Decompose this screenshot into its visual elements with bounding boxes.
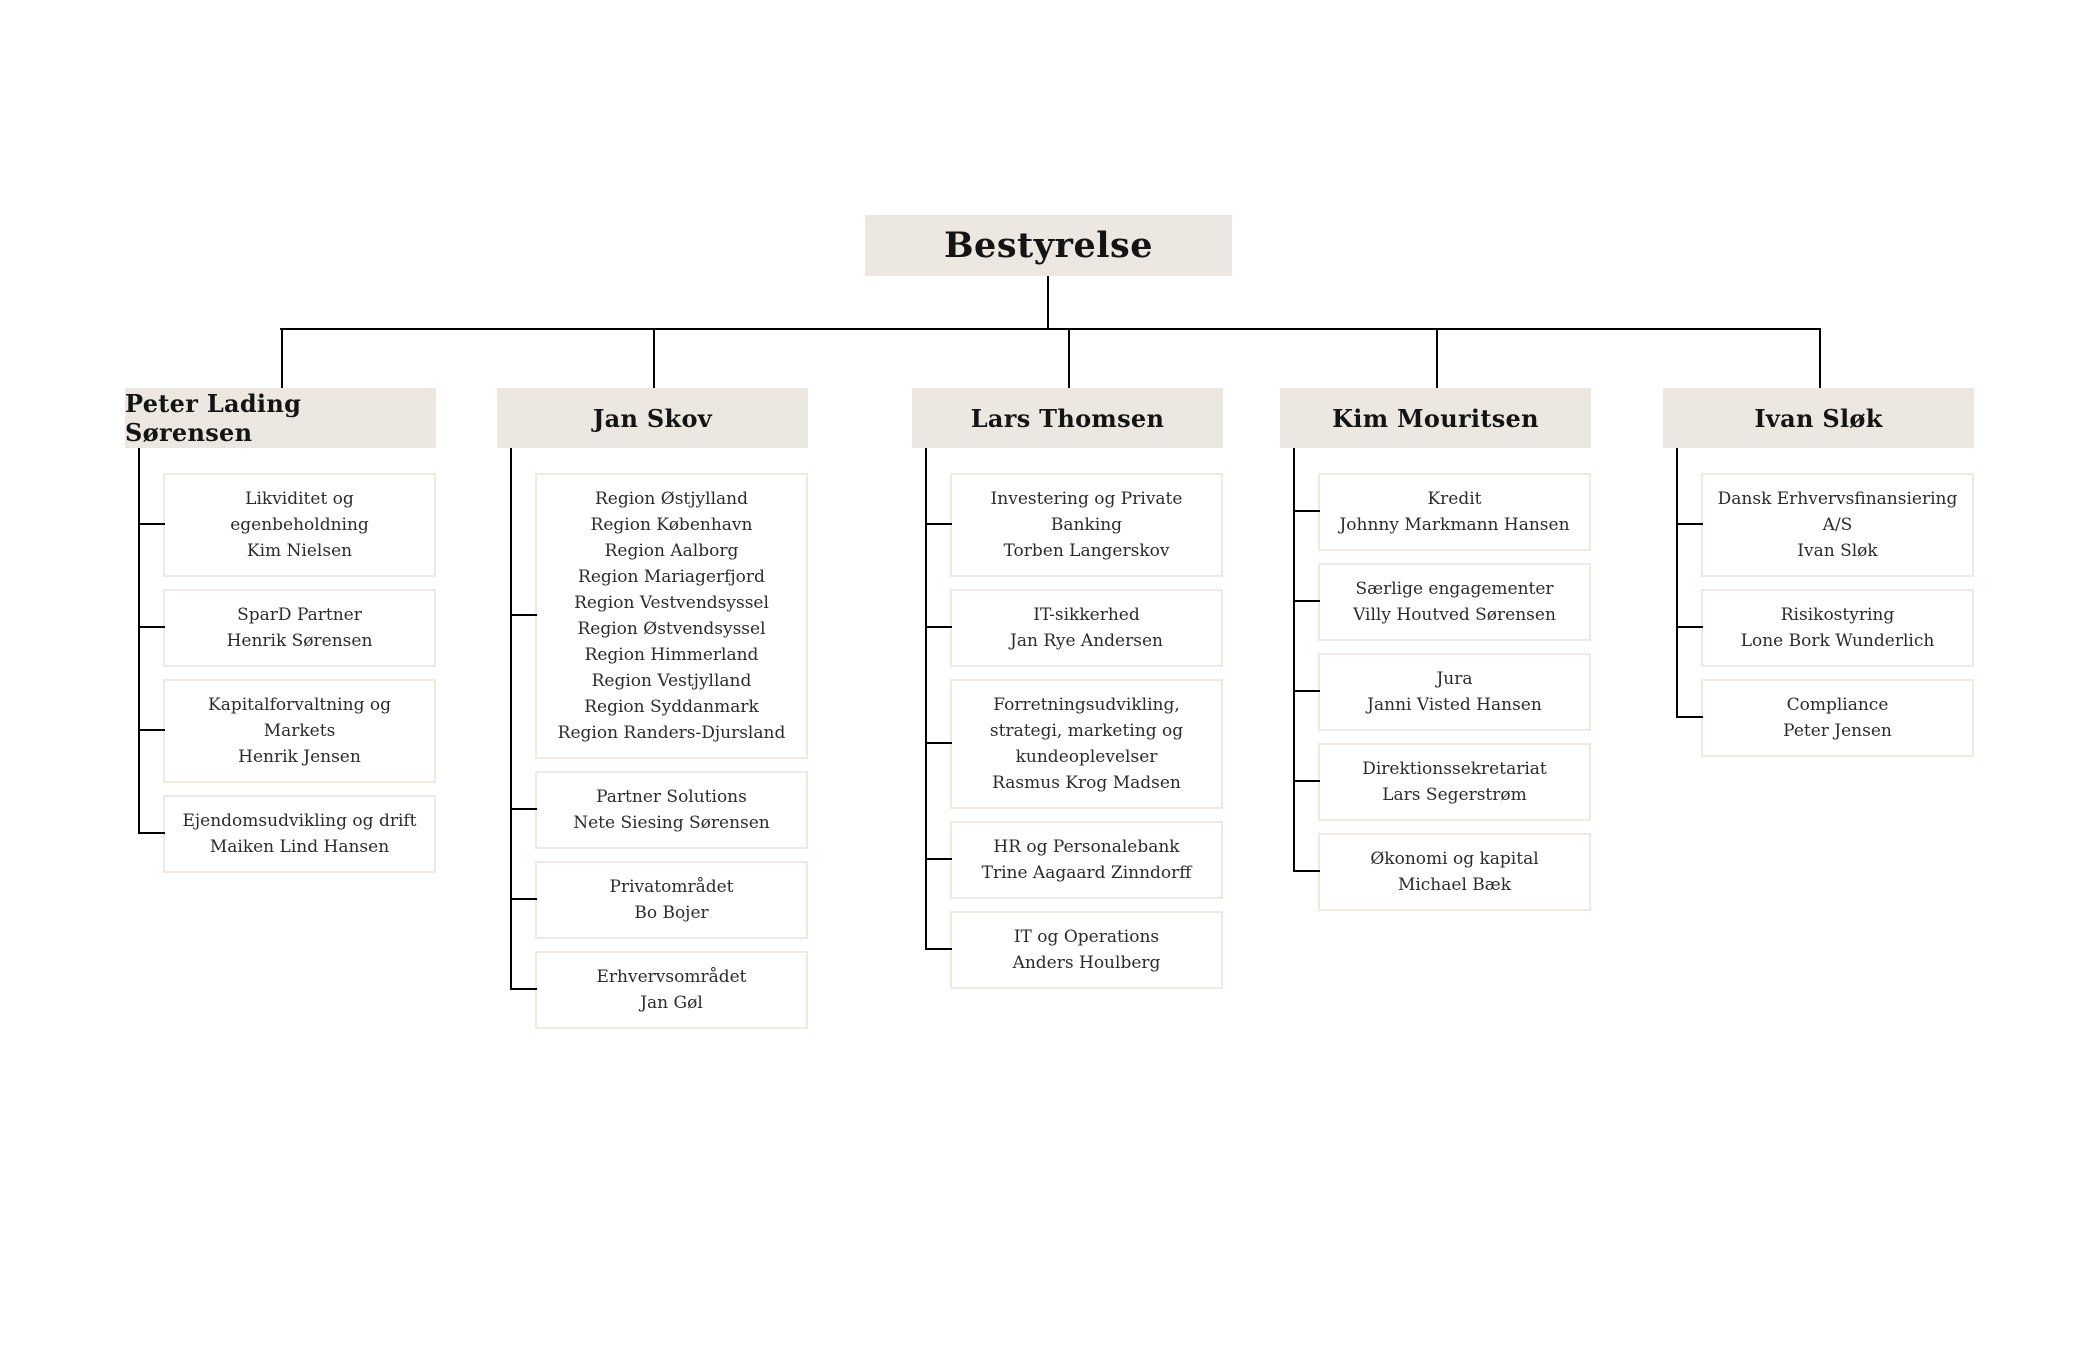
unit-line: Henrik Sørensen [226, 631, 373, 651]
unit-line: Region Østjylland [595, 489, 748, 509]
unit-line: Maiken Lind Hansen [209, 837, 390, 857]
root-title: Bestyrelse [943, 225, 1154, 266]
unit-line: Region Vestvendsyssel [574, 593, 769, 613]
unit-box: Privatområdet Bo Bojer [510, 849, 808, 951]
unit-line: Dansk Erhvervsfinansiering A/S [1717, 489, 1958, 535]
unit-line: Janni Visted Hansen [1367, 695, 1542, 715]
unit-line: Økonomi og kapital [1370, 849, 1539, 869]
unit-line: Nete Siesing Sørensen [573, 813, 770, 833]
unit-line: Trine Aagaard Zinndorff [981, 863, 1192, 883]
unit-line: Lars Segerstrøm [1382, 785, 1527, 805]
branch-header: Peter Lading Sørensen [125, 388, 436, 448]
unit-line: Kapitalforvaltning og Markets [208, 695, 391, 741]
unit-line: Michael Bæk [1397, 875, 1512, 895]
unit-line: Region Syddanmark [584, 697, 759, 717]
unit-line: Peter Jensen [1783, 721, 1892, 741]
connector-root-drop [1047, 276, 1049, 328]
unit-line: Anders Houlberg [1012, 953, 1161, 973]
unit-box: Dansk Erhvervsfinansiering A/S Ivan Sløk [1676, 448, 1974, 589]
unit-line: Torben Langerskov [1003, 541, 1170, 561]
unit-line: Rasmus Krog Madsen [992, 773, 1181, 793]
unit-line: Kredit [1427, 489, 1482, 509]
unit-line: Compliance [1786, 695, 1889, 715]
unit-line: Privatområdet [609, 877, 734, 897]
unit-line: Jan Rye Andersen [1010, 631, 1163, 651]
unit-line: Jan Gøl [640, 993, 703, 1013]
unit-line: IT og Operations [1013, 927, 1160, 947]
unit-line: Lone Bork Wunderlich [1740, 631, 1935, 651]
unit-line: Ejendomsudvikling og drift [182, 811, 417, 831]
unit-line: Region København [590, 515, 753, 535]
unit-line: Ivan Sløk [1797, 541, 1878, 561]
unit-line: SparD Partner [237, 605, 362, 625]
unit-line: Johnny Markmann Hansen [1339, 515, 1570, 535]
unit-line: Forretningsudvikling, strategi, marketin… [989, 695, 1184, 767]
unit-line: Region Østvendsyssel [577, 619, 766, 639]
unit-line: Særlige engagementer [1355, 579, 1554, 599]
root-node: Bestyrelse [865, 215, 1232, 276]
branch-header: Lars Thomsen [912, 388, 1223, 448]
unit-line: Erhvervsområdet [596, 967, 747, 987]
unit-line: IT-sikkerhed [1033, 605, 1140, 625]
unit-line: Villy Houtved Sørensen [1353, 605, 1556, 625]
unit-line: Kim Nielsen [246, 541, 353, 561]
unit-line: Likviditet og egenbeholdning [230, 489, 369, 535]
branch-header: Kim Mouritsen [1280, 388, 1591, 448]
unit-line: Region Aalborg [604, 541, 739, 561]
unit-line: Risikostyring [1780, 605, 1895, 625]
unit-line: Direktionssekretariat [1362, 759, 1547, 779]
unit-line: Region Randers-Djursland [557, 723, 786, 743]
unit-line: Partner Solutions [596, 787, 747, 807]
unit-line: Bo Bojer [634, 903, 709, 923]
unit-line: Region Vestjylland [591, 671, 752, 691]
unit-line: Henrik Jensen [238, 747, 361, 767]
unit-line: Jura [1436, 669, 1473, 689]
unit-box: Forretningsudvikling, strategi, marketin… [925, 667, 1223, 821]
unit-line: Investering og Private Banking [990, 489, 1183, 535]
connector-top-rail [280, 328, 1820, 330]
branch-header: Jan Skov [497, 388, 808, 448]
branch-header: Ivan Sløk [1663, 388, 1974, 448]
unit-line: Region Mariagerfjord [578, 567, 765, 587]
unit-line: Region Himmerland [584, 645, 759, 665]
unit-line: HR og Personalebank [993, 837, 1180, 857]
